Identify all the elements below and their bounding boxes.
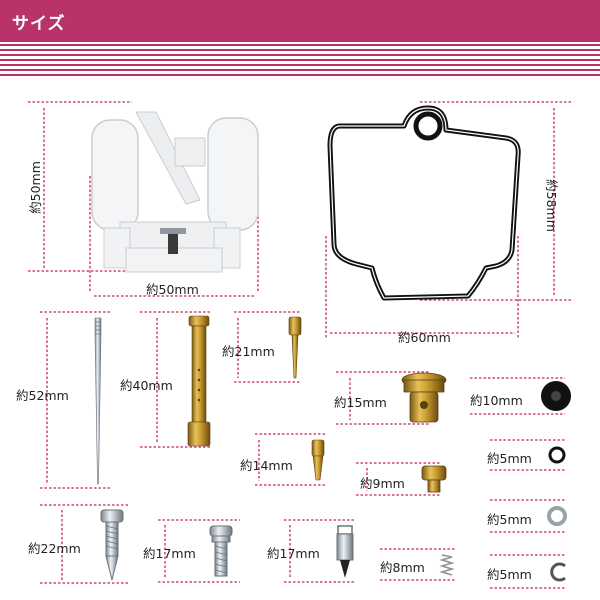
- main-jet-part: [421, 465, 447, 493]
- main-jet-holder-part: [288, 316, 302, 379]
- gasket-highlight: [329, 107, 519, 299]
- gasket-height-label: 約58mm: [543, 179, 559, 232]
- needle-jet-holder-part: [401, 372, 447, 423]
- emulsion-tube-part: [187, 315, 211, 447]
- washer-size-label: 約5mm: [487, 512, 532, 527]
- spring-length-label: 約8mm: [380, 560, 425, 575]
- main-jet-holder-length-label: 約21mm: [222, 344, 275, 359]
- header-stripes: [0, 44, 600, 78]
- air-screw-length-label: 約22mm: [28, 541, 81, 556]
- header-bar: サイズ: [0, 0, 600, 42]
- float-valve-part: [336, 525, 354, 578]
- gasket-width-label: 約60mm: [398, 330, 451, 345]
- float-width-label: 約50mm: [146, 282, 199, 297]
- gasket-part: [327, 105, 521, 301]
- dimension-lines: [28, 101, 572, 589]
- air-screw-part: [100, 509, 124, 581]
- e-clip-size-label: 約5mm: [487, 567, 532, 582]
- emulsion-tube-length-label: 約40mm: [120, 378, 173, 393]
- o-ring-part: [548, 446, 566, 464]
- needle-jet-holder-length-label: 約15mm: [334, 395, 387, 410]
- rubber-cap-part: [541, 381, 571, 411]
- float-height-label: 約50mm: [27, 161, 43, 214]
- pilot-jet-part: [311, 439, 325, 481]
- needle-length-label: 約52mm: [16, 388, 69, 403]
- float-valve-length-label: 約17mm: [267, 546, 320, 561]
- rubber-cap-size-label: 約10mm: [470, 393, 523, 408]
- float-part: [91, 111, 259, 273]
- spring-part: [439, 554, 455, 576]
- idle-screw-part: [209, 525, 233, 577]
- page-title: サイズ: [12, 14, 66, 34]
- main-jet-length-label: 約9mm: [360, 476, 405, 491]
- washer-part: [547, 506, 567, 526]
- e-clip-part: [550, 562, 566, 582]
- o-ring-size-label: 約5mm: [487, 451, 532, 466]
- idle-screw-length-label: 約17mm: [143, 546, 196, 561]
- pilot-jet-length-label: 約14mm: [240, 458, 293, 473]
- jet-needle-part: [94, 317, 102, 485]
